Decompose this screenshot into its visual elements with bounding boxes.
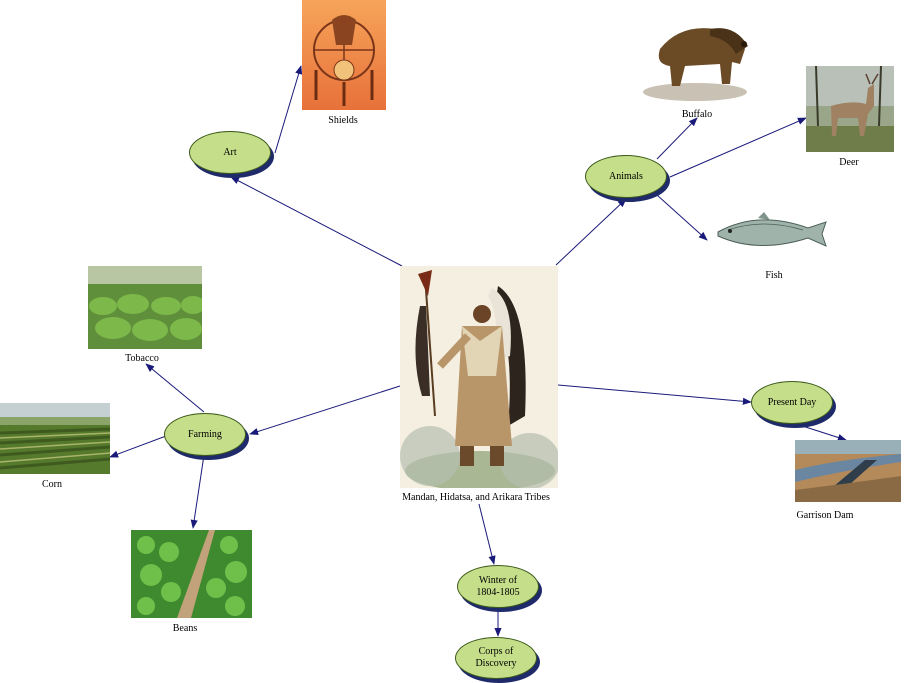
corn-caption: Corn <box>42 479 62 490</box>
beans-caption: Beans <box>172 623 198 634</box>
deer-caption: Deer <box>839 157 859 168</box>
deer-image <box>806 66 894 152</box>
fish-caption: Fish <box>765 270 783 281</box>
arrow-central-to-farming <box>249 385 401 435</box>
node-animals-label: Animals <box>609 170 643 182</box>
buffalo-caption: Buffalo <box>681 109 713 120</box>
node-winter-label: Winter of 1804-1805 <box>476 574 520 598</box>
arrow-central-to-art <box>230 176 403 267</box>
arrow-animals-to-fish <box>656 194 708 241</box>
shields-image <box>302 0 386 110</box>
node-present-day-label: Present Day <box>767 396 817 408</box>
node-animals[interactable]: Animals <box>585 155 667 198</box>
arrow-art-to-shields <box>274 65 303 154</box>
fish-image <box>708 206 830 262</box>
arrow-central-to-animals <box>555 198 627 266</box>
arrow-farming-to-corn <box>109 435 167 458</box>
arrow-central-to-winter <box>478 503 496 565</box>
tobacco-caption: Tobacco <box>125 353 159 364</box>
arrow-animals-to-buffalo <box>656 117 698 160</box>
node-farming-label: Farming <box>188 428 222 440</box>
node-corps-of-discovery[interactable]: Corps of Discovery <box>455 637 537 679</box>
node-winter-1804-1805[interactable]: Winter of 1804-1805 <box>457 565 539 608</box>
node-corps-label: Corps of Discovery <box>475 646 517 669</box>
buffalo-image <box>640 14 754 104</box>
central-caption: Mandan, Hidatsa, and Arikara Tribes <box>402 492 550 503</box>
arrow-central-to-present-day <box>557 384 752 405</box>
arrow-farming-to-tobacco <box>145 363 205 413</box>
arrow-farming-to-beans <box>190 454 205 529</box>
node-farming[interactable]: Farming <box>164 413 246 456</box>
corn-image <box>0 403 110 474</box>
garrison-dam-caption: Garrison Dam <box>796 510 854 521</box>
arrow-animals-to-deer <box>669 117 807 178</box>
arrow-present-day-to-garrison <box>789 421 847 441</box>
tobacco-image <box>88 266 202 349</box>
central-portrait-image <box>400 266 558 488</box>
garrison-dam-image <box>795 440 901 502</box>
beans-image <box>131 530 252 618</box>
node-art[interactable]: Art <box>189 131 271 174</box>
shields-caption: Shields <box>328 115 358 126</box>
node-present-day[interactable]: Present Day <box>751 381 833 424</box>
node-art-label: Art <box>223 146 237 158</box>
